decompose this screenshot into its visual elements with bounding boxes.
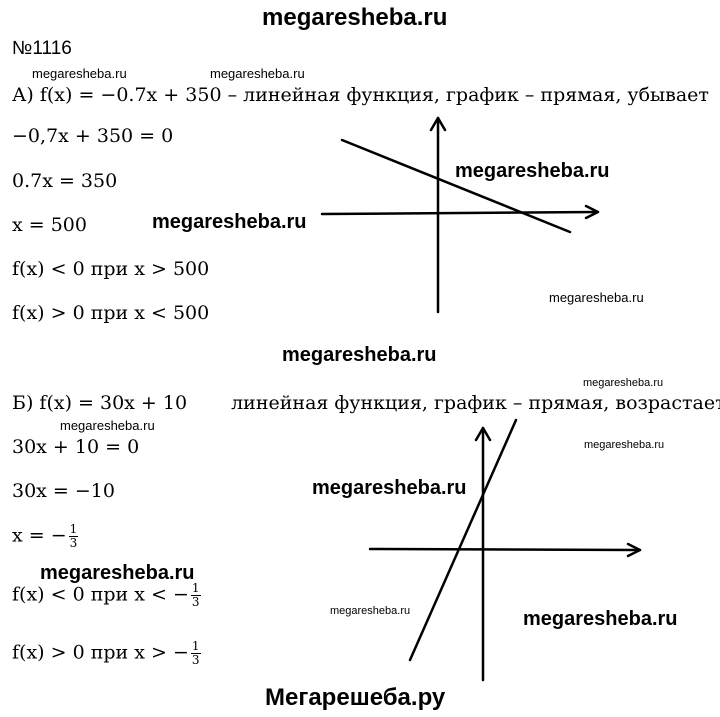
part-a-line-3: x = 500 xyxy=(12,214,87,236)
site-header: megaresheba.ru xyxy=(262,4,448,31)
part-a-function: А) f(x) = −0.7x + 350 xyxy=(12,84,222,106)
watermark: megaresheba.ru xyxy=(455,160,610,182)
watermark: megaresheba.ru xyxy=(60,418,155,433)
graph-b-line xyxy=(408,418,518,662)
watermark: megaresheba.ru xyxy=(312,477,467,499)
graph-b-x-axis xyxy=(368,547,642,552)
part-b-function: Б) f(x) = 30x + 10 xyxy=(12,392,188,414)
fraction-numerator: 1 xyxy=(190,581,201,596)
fraction-denominator: 3 xyxy=(191,595,200,609)
watermark: megaresheba.ru xyxy=(40,562,195,584)
part-b-line-2: 30x = −10 xyxy=(12,480,115,502)
watermark: megaresheba.ru xyxy=(152,211,307,233)
watermark: megaresheba.ru xyxy=(32,66,127,81)
part-b-root-prefix: x = − xyxy=(12,524,67,547)
part-b-ineq-negative-prefix: f(x) < 0 при x < − xyxy=(12,583,189,606)
watermark: megaresheba.ru xyxy=(282,344,437,366)
part-a-line-5: f(x) > 0 при x < 500 xyxy=(12,302,210,324)
problem-number: №1116 xyxy=(12,38,72,59)
watermark: megaresheba.ru xyxy=(584,439,665,451)
fraction-numerator: 1 xyxy=(68,522,79,537)
fraction-numerator: 1 xyxy=(190,639,201,654)
site-footer: Мегарешеба.ру xyxy=(265,684,446,711)
part-a-line-1: −0,7x + 350 = 0 xyxy=(12,125,174,147)
part-b-statement: Б) f(x) = 30x + 10 линейная функция, гра… xyxy=(12,392,720,414)
graph-a-x-axis xyxy=(320,210,600,216)
part-a-description: – линейная функция, график – прямая, убы… xyxy=(227,84,709,106)
watermark: megaresheba.ru xyxy=(549,290,644,305)
graph-b-x-arrow xyxy=(626,542,642,558)
graph-a-line xyxy=(340,138,572,234)
watermark: megaresheba.ru xyxy=(330,605,411,617)
graph-a-x-arrow xyxy=(584,204,600,220)
part-a-statement: А) f(x) = −0.7x + 350 – линейная функция… xyxy=(12,84,709,106)
watermark: megaresheba.ru xyxy=(210,66,305,81)
part-b-description: линейная функция, график – прямая, возра… xyxy=(231,392,720,414)
part-a-line-2: 0.7x = 350 xyxy=(12,170,118,192)
graph-b-y-arrow xyxy=(474,426,492,442)
fraction-denominator: 3 xyxy=(69,536,78,550)
part-b-line-1: 30x + 10 = 0 xyxy=(12,436,140,458)
part-a-line-4: f(x) < 0 при x > 500 xyxy=(12,258,210,280)
part-b-ineq-positive-prefix: f(x) > 0 при x > − xyxy=(12,641,189,664)
fraction-denominator: 3 xyxy=(191,653,200,667)
watermark: megaresheba.ru xyxy=(523,608,678,630)
graph-a-y-arrow xyxy=(429,116,447,132)
watermark: megaresheba.ru xyxy=(583,377,664,389)
